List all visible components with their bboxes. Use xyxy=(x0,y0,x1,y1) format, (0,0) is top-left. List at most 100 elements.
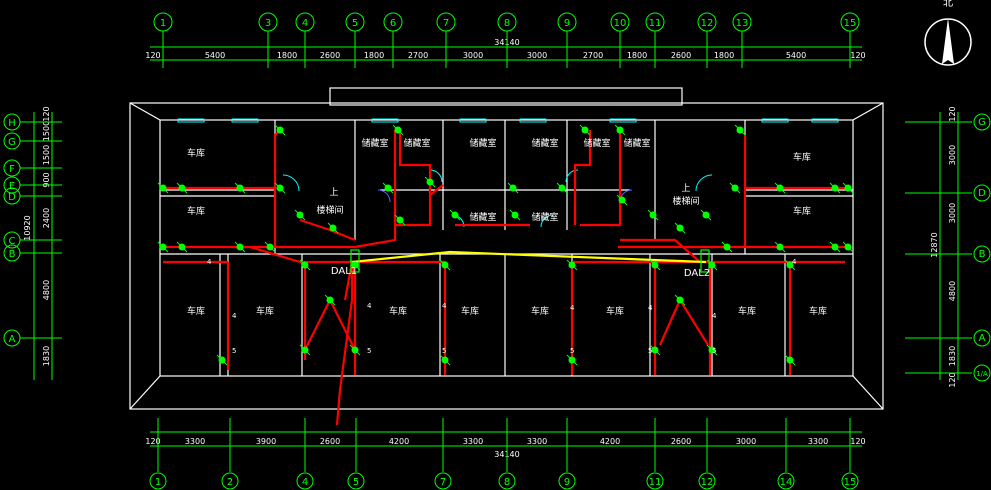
grid-bubble-left xyxy=(3,176,21,194)
room-label: 储藏室 xyxy=(361,137,388,149)
circuit-label: 4 xyxy=(570,304,575,312)
circuit-label: 5 xyxy=(570,347,574,355)
dimension-bottom: 4200 xyxy=(600,437,620,446)
grid-bubble-bottom xyxy=(221,472,239,490)
lamp-mark xyxy=(784,354,796,366)
grid-bubble-right xyxy=(973,329,991,347)
dimension-bottom: 4200 xyxy=(389,437,409,446)
grid-bubble-bottom xyxy=(498,472,516,490)
grid-bubble-left xyxy=(3,159,21,177)
lamp-mark xyxy=(176,241,188,253)
grid-bubble-bottom xyxy=(558,472,576,490)
lamp-mark xyxy=(784,259,796,271)
room-label: 储藏室 xyxy=(403,137,430,149)
grid-bubble-right xyxy=(973,364,991,382)
lamp-mark xyxy=(842,182,854,194)
room-label: 车库 xyxy=(809,305,827,317)
room-label: 储藏室 xyxy=(531,211,558,223)
grid-label-bottom: 11 xyxy=(649,477,662,488)
circuit-label: 5 xyxy=(712,347,716,355)
dimension-bottom: 3300 xyxy=(527,437,547,446)
dimension-right: 120 xyxy=(948,106,957,121)
circuit-wire xyxy=(572,260,657,375)
grid-label-right: A xyxy=(979,333,986,344)
lamp-mark xyxy=(509,209,521,221)
dimension-top: 1800 xyxy=(627,51,647,60)
dimension-top: 120 xyxy=(850,51,865,60)
grid-label-bottom: 4 xyxy=(302,477,308,488)
distribution-panel-icon xyxy=(700,249,710,273)
lamp-mark xyxy=(616,194,628,206)
grid-bubble-right xyxy=(973,184,991,202)
lamp-mark xyxy=(299,259,311,271)
lamp-mark xyxy=(234,182,246,194)
lamp-mark xyxy=(439,259,451,271)
circuit-wire xyxy=(354,184,444,249)
lamp-mark xyxy=(394,214,406,226)
dimension-left: 120 xyxy=(42,106,51,121)
grid-label-left: D xyxy=(8,192,16,203)
grid-label-bottom: 1 xyxy=(155,477,161,488)
circuit-wire xyxy=(355,260,447,375)
dimension-total-left: 10920 xyxy=(23,215,32,240)
lamp-mark xyxy=(829,241,841,253)
room-label: 上 xyxy=(681,183,690,194)
grid-label-top: 11 xyxy=(649,18,662,29)
grid-label-top: 8 xyxy=(504,18,510,29)
grid-bubble-left xyxy=(3,113,21,131)
lamp-mark xyxy=(392,124,404,136)
dimension-bottom: 2600 xyxy=(671,437,691,446)
lamp-mark xyxy=(842,241,854,253)
grid-bubble-top xyxy=(840,12,860,32)
grid-label-left: C xyxy=(9,236,16,247)
grid-label-right: B xyxy=(979,249,986,260)
lamp-mark xyxy=(774,182,786,194)
circuit-label: 4 xyxy=(232,312,237,320)
grid-bubble-left xyxy=(3,231,21,249)
lamp-mark xyxy=(324,294,336,306)
dimension-bottom: 3300 xyxy=(808,437,828,446)
dimension-left: 2400 xyxy=(42,208,51,228)
room-label: 储藏室 xyxy=(623,137,650,149)
grid-label-right: G xyxy=(978,117,986,128)
grid-bubble-top xyxy=(645,12,665,32)
lamp-mark xyxy=(274,182,286,194)
grid-label-right: 1/A xyxy=(976,370,988,378)
distribution-panel-icon xyxy=(350,249,360,273)
lamp-mark xyxy=(327,222,339,234)
dimension-bottom: 3900 xyxy=(256,437,276,446)
circuit-label: 5 xyxy=(232,347,236,355)
dimension-right: 3000 xyxy=(948,203,957,223)
lamp-mark xyxy=(649,259,661,271)
room-label: 车库 xyxy=(461,305,479,317)
grid-bubble-top xyxy=(697,12,717,32)
circuit-label: 4 xyxy=(792,258,797,266)
grid-label-top: 15 xyxy=(844,18,857,29)
north-label: 北 xyxy=(943,0,953,9)
lamp-mark xyxy=(579,124,591,136)
room-label: 车库 xyxy=(793,151,811,163)
doors xyxy=(282,169,713,228)
grid-label-left: G xyxy=(8,137,16,148)
room-label: 车库 xyxy=(256,305,274,317)
circuit-label: 4 xyxy=(207,258,212,266)
panel-label-dal2: DAL2 xyxy=(684,268,710,279)
circuit-wire xyxy=(658,299,682,346)
room-label: 楼梯间 xyxy=(672,195,699,207)
grid-bubble-bottom xyxy=(296,472,314,490)
circuit-label: 4 xyxy=(648,304,653,312)
grid-label-bottom: 5 xyxy=(353,477,359,488)
grid-bubble-left xyxy=(3,329,21,347)
lamp-mark xyxy=(264,241,276,253)
dimension-top: 1800 xyxy=(277,51,297,60)
room-label: 车库 xyxy=(187,147,205,159)
grid-bubble-right xyxy=(973,113,991,131)
panel-label-dal1: DAL1 xyxy=(331,266,357,277)
grid-label-top: 1 xyxy=(160,18,166,29)
dimension-top: 2700 xyxy=(583,51,603,60)
dimension-top: 1800 xyxy=(364,51,384,60)
dimension-bottom: 3300 xyxy=(463,437,483,446)
room-label: 车库 xyxy=(187,205,205,217)
lamp-mark xyxy=(439,354,451,366)
